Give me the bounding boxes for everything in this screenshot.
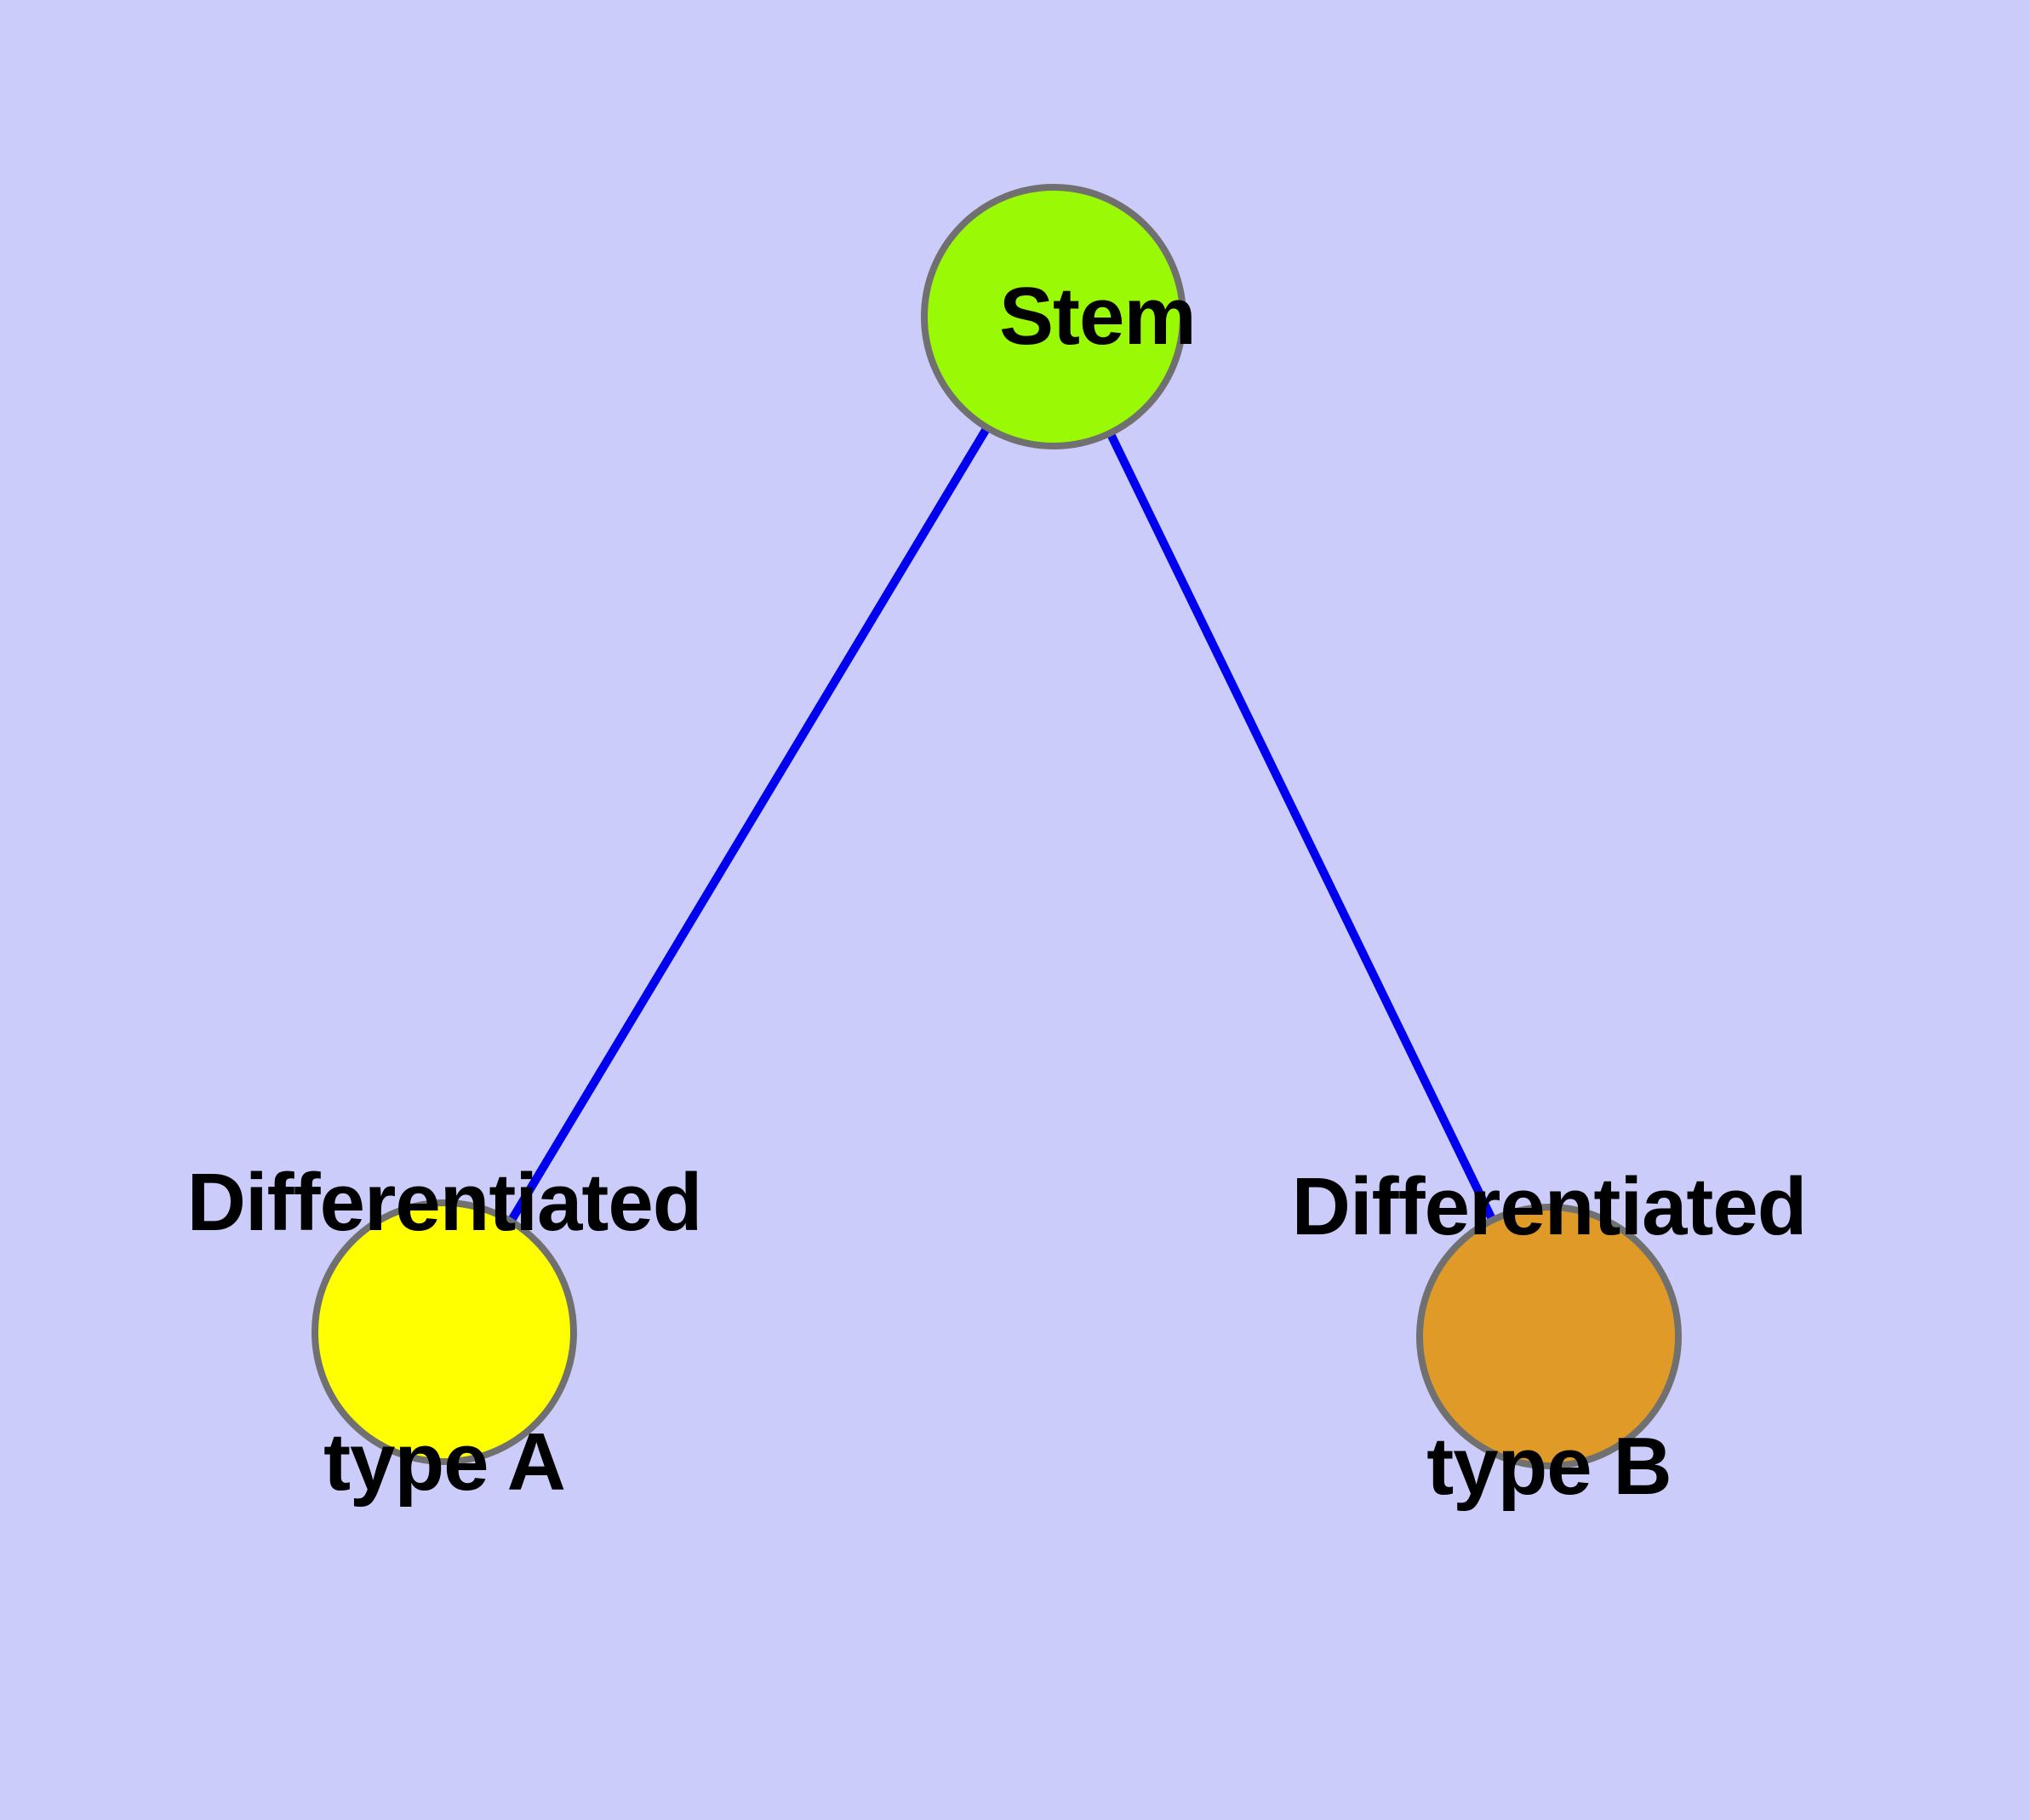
edge-stem-to-diff-b[interactable]	[1049, 314, 1553, 1339]
node-circle-stem[interactable]	[921, 184, 1186, 449]
edge-layer	[440, 314, 1553, 1339]
node-circle-diff-a[interactable]	[311, 1199, 577, 1465]
edge-stem-to-diff-a[interactable]	[440, 314, 1058, 1335]
node-layer	[311, 184, 1682, 1469]
node-circle-diff-b[interactable]	[1416, 1204, 1682, 1469]
